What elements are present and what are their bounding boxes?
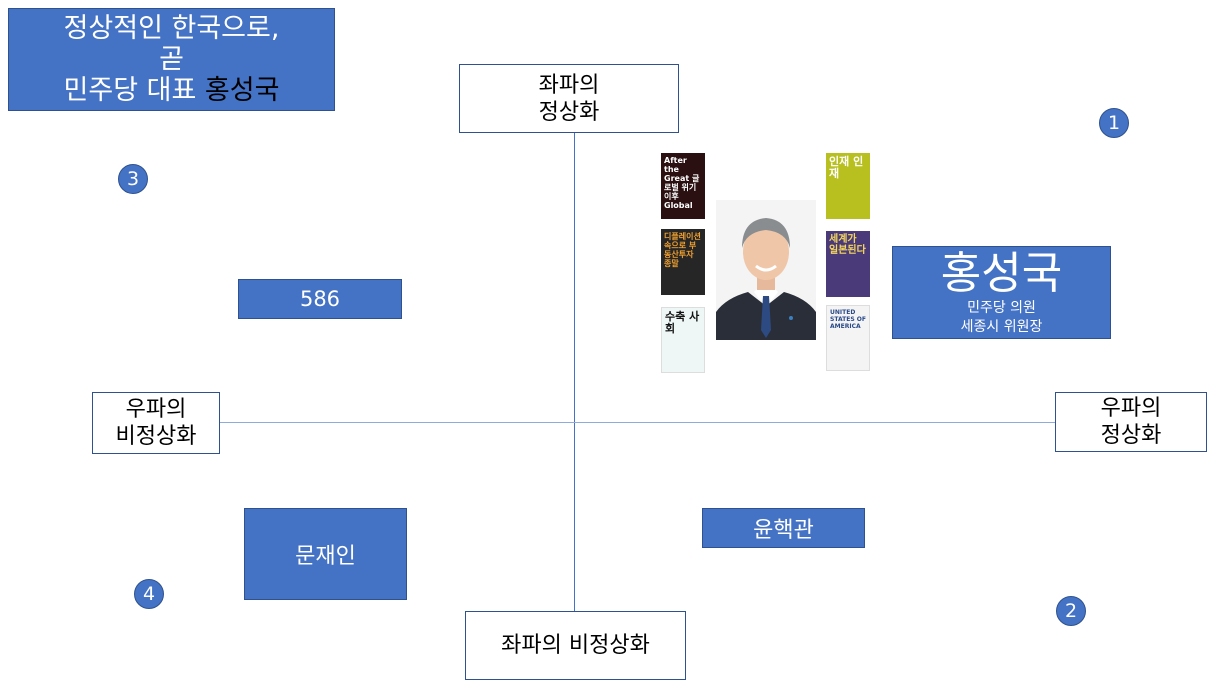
title-line-2: 곧 xyxy=(159,44,184,75)
axis-label-top: 좌파의 정상화 xyxy=(459,64,679,133)
title-highlight-name: 홍성국 xyxy=(204,75,280,106)
quadrant-number-4: 4 xyxy=(134,579,164,609)
quadrant-number-1: 1 xyxy=(1099,108,1129,138)
portrait-image xyxy=(716,200,816,340)
title-line-3: 민주당 대표 홍성국 xyxy=(64,75,280,106)
figure-yoon: 윤핵관 xyxy=(702,508,865,548)
axis-label-bottom: 좌파의 비정상화 xyxy=(465,611,686,680)
profile-role-2: 세종시 위원장 xyxy=(960,318,1043,335)
quadrant-number-3: 3 xyxy=(118,164,148,194)
quadrant-number-2: 2 xyxy=(1056,596,1086,626)
book-cover-talent: 인재 인재 xyxy=(826,153,870,219)
book-cover-united-states: UNITED STATES OF AMERICA xyxy=(826,305,870,371)
figure-moon: 문재인 xyxy=(244,508,407,600)
horizontal-axis xyxy=(219,422,1056,423)
axis-label-left: 우파의 비정상화 xyxy=(92,392,220,454)
vertical-axis xyxy=(574,132,575,611)
profile-box: 홍성국 민주당 의원 세종시 위원장 xyxy=(892,246,1111,339)
axis-label-right: 우파의 정상화 xyxy=(1055,392,1207,452)
title-box: 정상적인 한국으로, 곧 민주당 대표 홍성국 xyxy=(8,8,335,111)
profile-name: 홍성국 xyxy=(940,247,1063,299)
title-line-1: 정상적인 한국으로, xyxy=(63,13,280,44)
figure-586: 586 xyxy=(238,279,402,319)
book-cover-after-the-great: After the Great 글로벌 위기 이후 Global xyxy=(661,153,705,219)
book-cover-deflation: 디플레이션 속으로 부동산투자 종말 xyxy=(661,229,705,295)
book-cover-world-becomes-japan: 세계가 일본된다 xyxy=(826,231,870,297)
book-cover-shrinking-society: 수축 사회 xyxy=(661,307,705,373)
profile-role-1: 민주당 의원 xyxy=(967,299,1036,316)
title-line-3-prefix: 민주당 대표 xyxy=(63,75,205,106)
